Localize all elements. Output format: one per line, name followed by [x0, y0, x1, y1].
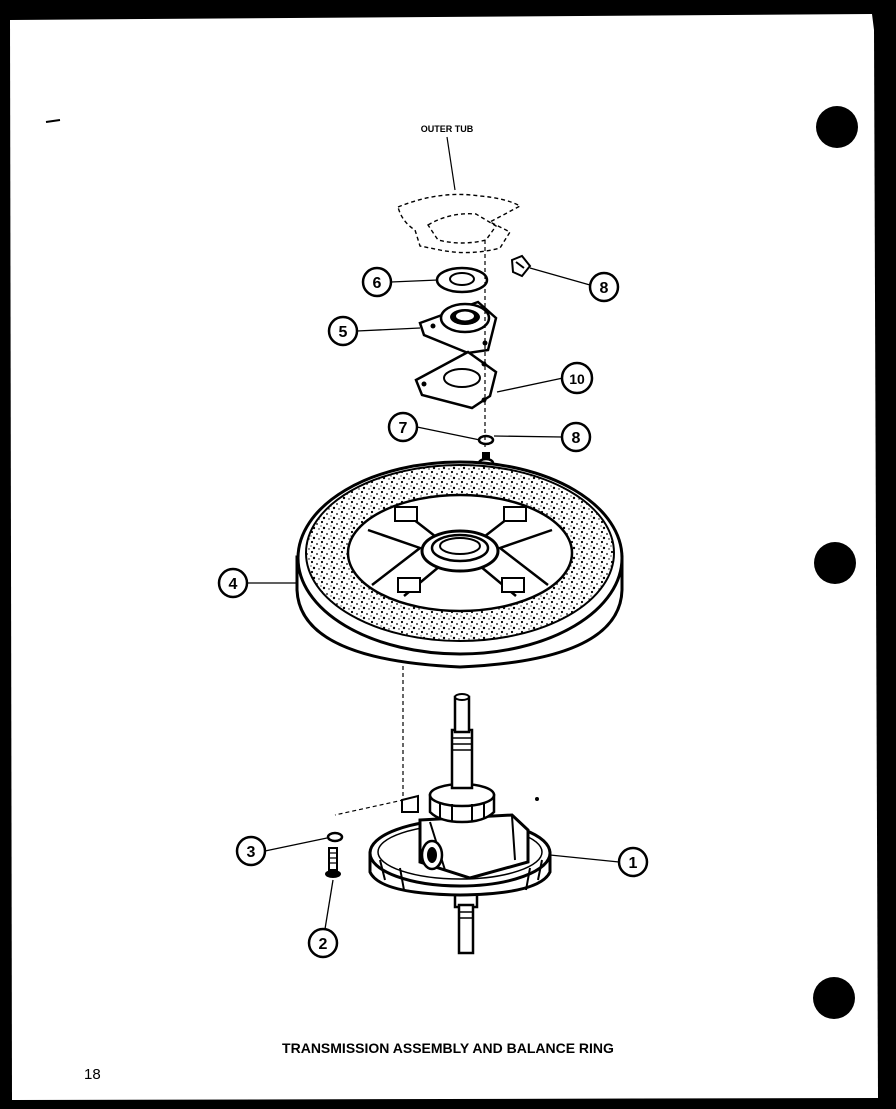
callout-7: 7	[399, 420, 408, 437]
stray-dot	[535, 797, 539, 801]
part-3-washer	[326, 831, 344, 843]
leader-lines	[247, 267, 620, 930]
callout-3: 3	[247, 844, 256, 861]
outer-tub-fragment	[397, 193, 522, 254]
diagram-caption: TRANSMISSION ASSEMBLY AND BALANCE RING	[282, 1040, 614, 1056]
callout-10: 10	[569, 371, 585, 387]
callout-5: 5	[339, 324, 348, 341]
part-1-transmission	[368, 693, 552, 955]
page-number: 18	[84, 1066, 101, 1083]
part-10-gasket	[414, 350, 498, 410]
callout-circles	[217, 266, 649, 959]
outer-tub-leader	[446, 136, 456, 191]
callout-6: 6	[373, 275, 382, 292]
part-5-bearing-bracket	[418, 300, 498, 355]
part-4-balance-ring	[295, 460, 624, 669]
binder-hole-top	[816, 106, 858, 148]
stray-mark	[45, 119, 61, 123]
callout-8-top: 8	[600, 280, 609, 297]
callout-2: 2	[319, 936, 328, 953]
binder-hole-bottom	[813, 977, 855, 1019]
label-outer-tub: OUTER TUB	[421, 124, 474, 134]
part-6-seal-washer	[435, 266, 489, 294]
callout-8-bottom: 8	[572, 430, 581, 447]
callout-4: 4	[229, 576, 238, 593]
callout-1: 1	[629, 855, 638, 872]
part-2-bolt	[325, 847, 341, 878]
binder-hole-middle	[814, 542, 856, 584]
part-8-clip	[510, 254, 532, 278]
part-7-lockwasher	[477, 434, 495, 446]
